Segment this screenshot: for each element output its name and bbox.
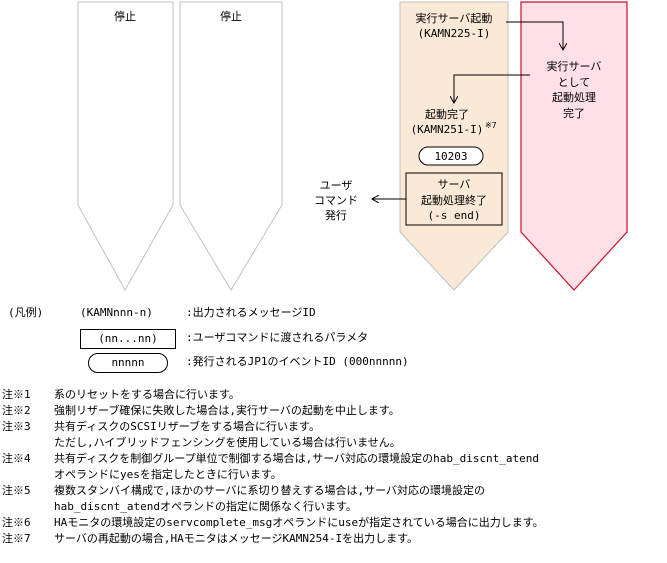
note-5-text-2: hab_discnt_atendオペランドの指定に関係なく行います。: [54, 500, 357, 513]
active-line-4: 完了: [563, 106, 585, 120]
startup-complete-message-id: (KAMN251-I): [411, 123, 484, 136]
note-mark-7: ※7: [485, 121, 497, 130]
legend-param-box: (nn...nn): [80, 329, 176, 349]
note-1-label: 注※1: [2, 388, 31, 401]
note-2-label: 注※2: [2, 404, 31, 417]
event-id-pill: [418, 146, 484, 166]
active-server-column: [520, 1, 628, 291]
active-line-1: 実行サーバ: [547, 59, 602, 73]
legend-title: (凡例): [8, 306, 44, 319]
legend-message-desc: :出力されるメッセージID: [186, 306, 316, 319]
note-6-text: HAモニタの環境設定のservcomplete_msgオペランドにuseが指定さ…: [54, 516, 544, 529]
server-box-line-1: サーバ: [438, 178, 471, 191]
note-5-label: 注※5: [2, 484, 31, 497]
stopped-label-2: 停止: [220, 9, 242, 23]
note-6-label: 注※6: [2, 516, 31, 529]
stopped-column-2: [179, 1, 283, 291]
note-7-text: サーバの再起動の場合,HAモニタはメッセージKAMN254-Iを出力します。: [54, 532, 419, 545]
event-id-value: 10203: [434, 150, 467, 163]
note-7-label: 注※7: [2, 532, 31, 545]
note-3-text-2: ただし,ハイブリッドフェンシングを使用している場合は行いません。: [54, 436, 401, 449]
note-5-text-1: 複数スタンバイ構成で,ほかのサーバに系切り替えする場合は,サーバ対応の環境設定の: [54, 484, 486, 497]
note-4-text-1: 共有ディスクを制御グループ単位で制御する場合は,サーバ対応の環境設定のhab_d…: [54, 452, 540, 465]
note-4-text-2: オペランドにyesを指定したときに行います。: [54, 468, 282, 481]
active-line-3: 起動処理: [552, 90, 596, 104]
user-command-line-2: コマンド: [314, 194, 358, 207]
note-3-label: 注※3: [2, 420, 31, 433]
legend-message-sample: (KAMNnnn-n): [80, 306, 153, 319]
active-line-2: として: [558, 76, 591, 89]
flow-diagram: 停止 停止 実行サーバ起動 (KAMN225-I) 実行サーバ として 起動処理…: [77, 1, 628, 292]
server-end-box: [405, 172, 503, 226]
note-2-text: 強制リザーブ確保に失敗した場合は,実行サーバの起動を中止します。: [54, 404, 400, 417]
user-command-line-1: ユーザ: [320, 179, 353, 192]
server-box-line-2: 起動処理終了: [421, 193, 487, 207]
server-start-message-id: (KAMN225-I): [418, 27, 491, 40]
arrow-to-active: [506, 21, 563, 50]
server-box-line-3: (-s end): [428, 209, 481, 222]
startup-complete-label: 起動完了: [425, 107, 469, 121]
standby-server-column: [399, 1, 509, 291]
user-command-line-3: 発行: [325, 208, 347, 222]
legend-event-pill: nnnnn: [88, 353, 168, 373]
note-4-label: 注※4: [2, 452, 31, 465]
arrow-to-standby: [454, 74, 530, 103]
note-1-text: 系のリセットをする場合に行います。: [54, 388, 240, 401]
server-start-label: 実行サーバ起動: [416, 11, 493, 25]
stopped-label-1: 停止: [114, 9, 136, 23]
legend-param-desc: :ユーザコマンドに渡されるパラメタ: [186, 331, 369, 344]
legend: (凡例) (KAMNnnn-n) :出力されるメッセージID (nn...nn)…: [0, 298, 667, 378]
note-3-text-1: 共有ディスクのSCSIリザーブをする場合に行います。: [54, 420, 320, 433]
legend-event-desc: :発行されるJP1のイベントID (000nnnnn): [186, 355, 409, 368]
stopped-column-1: [77, 1, 174, 292]
